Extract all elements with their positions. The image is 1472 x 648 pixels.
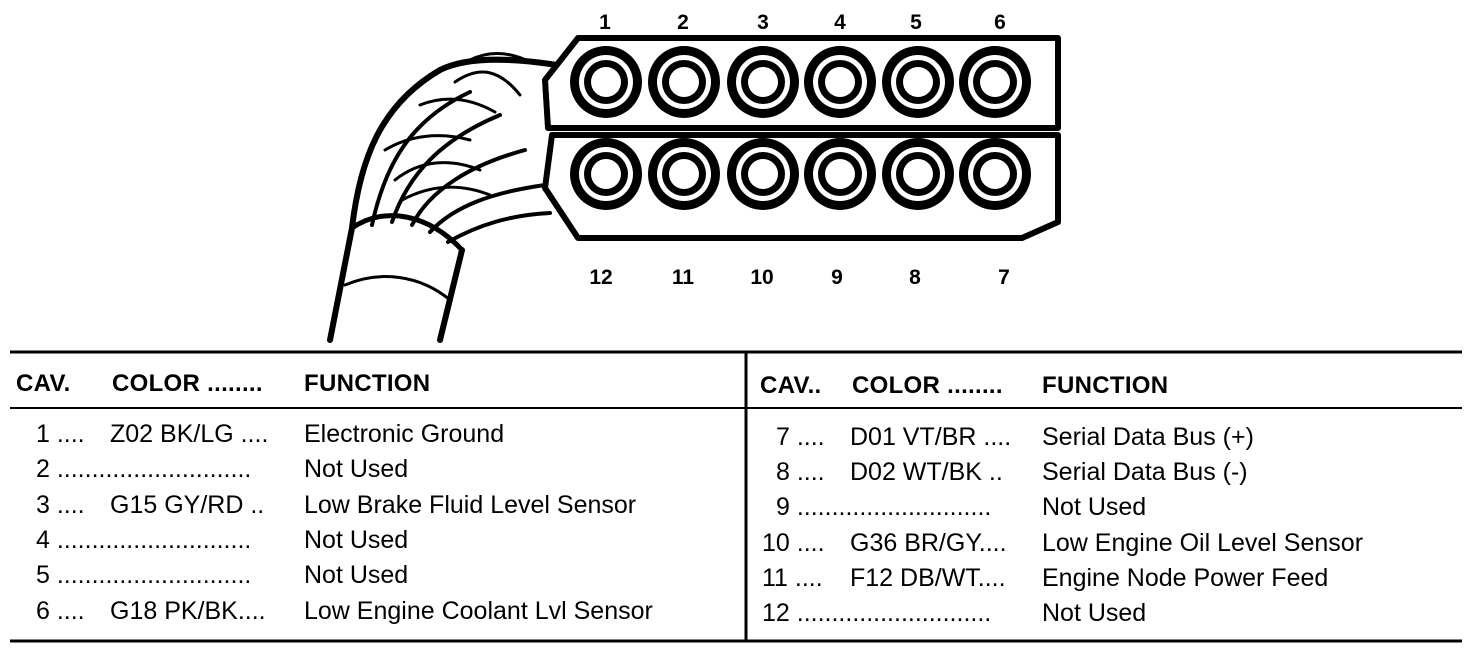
row-cav: 9 ............................ xyxy=(776,493,992,521)
row-function: Serial Data Bus (-) xyxy=(1042,458,1248,486)
cavity xyxy=(648,46,720,118)
left-header-function: FUNCTION xyxy=(304,370,431,397)
cavity xyxy=(804,138,876,210)
row-cav: 2 ............................ xyxy=(36,455,252,483)
row-color: D01 VT/BR .... xyxy=(850,423,1012,451)
row-cav: 11 .... xyxy=(762,564,823,592)
cavities xyxy=(570,46,1031,210)
cavity xyxy=(804,46,876,118)
pin-number-label: 7 xyxy=(998,266,1010,289)
right-header-cav: CAV.. xyxy=(760,372,822,399)
row-cav: 7 .... xyxy=(776,423,825,451)
row-cav: 8 .... xyxy=(776,458,825,486)
cavity xyxy=(727,46,799,118)
pin-number-label: 1 xyxy=(599,11,611,34)
row-cav: 4 ............................ xyxy=(36,526,252,554)
row-function: Not Used xyxy=(1042,599,1147,627)
cavity xyxy=(727,138,799,210)
cavity xyxy=(570,46,642,118)
pin-number-label: 12 xyxy=(589,266,612,289)
cavity xyxy=(959,138,1031,210)
row-function: Not Used xyxy=(304,526,409,554)
pin-number-label: 8 xyxy=(909,266,921,289)
row-color: F12 DB/WT.... xyxy=(850,564,1006,592)
cavity xyxy=(570,138,642,210)
row-function: Not Used xyxy=(304,561,409,589)
left-header-cav: CAV. xyxy=(16,370,71,397)
row-function: Engine Node Power Feed xyxy=(1042,564,1329,592)
pin-number-label: 6 xyxy=(994,11,1006,34)
row-function: Low Engine Oil Level Sensor xyxy=(1042,529,1364,557)
pin-number-label: 4 xyxy=(834,11,846,34)
pin-number-label: 11 xyxy=(672,266,695,289)
row-function: Not Used xyxy=(1042,493,1147,521)
row-color: Z02 BK/LG .... xyxy=(110,420,269,448)
row-color: G36 BR/GY.... xyxy=(850,529,1007,557)
left-header-color: COLOR ........ xyxy=(112,370,263,397)
row-function: Low Brake Fluid Level Sensor xyxy=(304,491,637,519)
cavity xyxy=(882,46,954,118)
row-cav: 6 .... xyxy=(36,597,85,625)
row-color: D02 WT/BK .. xyxy=(850,458,1003,486)
cavity xyxy=(882,138,954,210)
pin-number-label: 2 xyxy=(677,11,689,34)
row-color: G15 GY/RD .. xyxy=(110,491,265,519)
cavity xyxy=(959,46,1031,118)
right-header-function: FUNCTION xyxy=(1042,372,1169,399)
cavity xyxy=(648,138,720,210)
row-function: Electronic Ground xyxy=(304,420,505,448)
row-function: Not Used xyxy=(304,455,409,483)
wire-bundle xyxy=(349,51,578,244)
pin-number-label: 3 xyxy=(757,11,769,34)
row-color: G18 PK/BK.... xyxy=(110,597,266,625)
row-cav: 10 .... xyxy=(762,529,825,557)
pin-number-label: 9 xyxy=(831,266,843,289)
pin-number-label: 5 xyxy=(910,11,922,34)
row-cav: 1 .... xyxy=(36,420,85,448)
row-cav: 3 .... xyxy=(36,491,85,519)
row-function: Serial Data Bus (+) xyxy=(1042,423,1254,451)
cable-jacket xyxy=(327,213,465,343)
row-cav: 5 ............................ xyxy=(36,561,252,589)
row-cav: 12 ............................ xyxy=(762,599,992,627)
row-function: Low Engine Coolant Lvl Sensor xyxy=(304,597,653,625)
pin-number-label: 10 xyxy=(750,266,773,289)
right-header-color: COLOR ........ xyxy=(852,372,1003,399)
